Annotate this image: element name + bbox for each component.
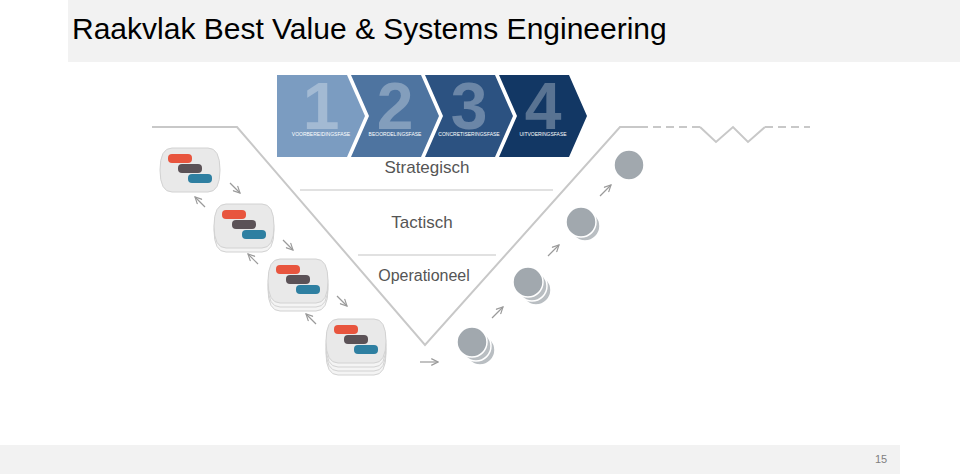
phase-chevron: 4UITVOERINGSFASE bbox=[499, 75, 587, 157]
result-circle bbox=[566, 207, 596, 237]
hexagon-stacks bbox=[160, 148, 386, 375]
result-circle bbox=[513, 267, 543, 297]
phase-chevron: 1VOORBEREIDINGSFASE bbox=[277, 75, 365, 157]
hexagon-card bbox=[268, 259, 328, 303]
v-outline bbox=[152, 127, 810, 345]
colored-pill bbox=[276, 265, 300, 274]
phase-number: 1 bbox=[291, 73, 351, 139]
phase-chevron: 2BEOORDELINGSFASE bbox=[351, 75, 439, 157]
level-label: Strategisch bbox=[384, 158, 469, 178]
circle-stacks bbox=[457, 150, 644, 365]
phase-number: 4 bbox=[513, 73, 573, 139]
page-number: 15 bbox=[875, 453, 887, 465]
level-dividers bbox=[300, 190, 553, 255]
phase-name: VOORBEREIDINGSFASE bbox=[289, 131, 353, 137]
colored-pill bbox=[168, 154, 192, 163]
colored-pill bbox=[344, 335, 368, 344]
colored-pill bbox=[232, 220, 256, 229]
phase-chevron: 3CONCRETISERINGSFASE bbox=[425, 75, 513, 157]
colored-pill bbox=[242, 230, 266, 239]
hexagon-card bbox=[326, 319, 386, 363]
title-band bbox=[68, 0, 960, 62]
colored-pill bbox=[334, 325, 358, 334]
phase-name: UITVOERINGSFASE bbox=[511, 131, 575, 137]
colored-pill bbox=[354, 345, 378, 354]
phase-name: BEOORDELINGSFASE bbox=[363, 131, 427, 137]
slide-title: Raakvlak Best Value & Systems Engineerin… bbox=[72, 12, 667, 46]
hexagon-card bbox=[160, 148, 220, 192]
level-label: Operationeel bbox=[378, 267, 470, 285]
footer-band bbox=[0, 445, 900, 474]
colored-pill bbox=[178, 164, 202, 173]
colored-pill bbox=[188, 174, 212, 183]
level-label: Tactisch bbox=[391, 213, 452, 233]
phase-number: 2 bbox=[365, 73, 425, 139]
phase-name: CONCRETISERINGSFASE bbox=[437, 131, 501, 137]
result-circle bbox=[457, 327, 487, 357]
colored-pill bbox=[296, 285, 320, 294]
colored-pill bbox=[222, 210, 246, 219]
result-circle bbox=[614, 150, 644, 180]
flow-arrows bbox=[195, 183, 611, 362]
phase-number: 3 bbox=[439, 73, 499, 139]
colored-pill bbox=[286, 275, 310, 284]
hexagon-card bbox=[214, 204, 274, 248]
